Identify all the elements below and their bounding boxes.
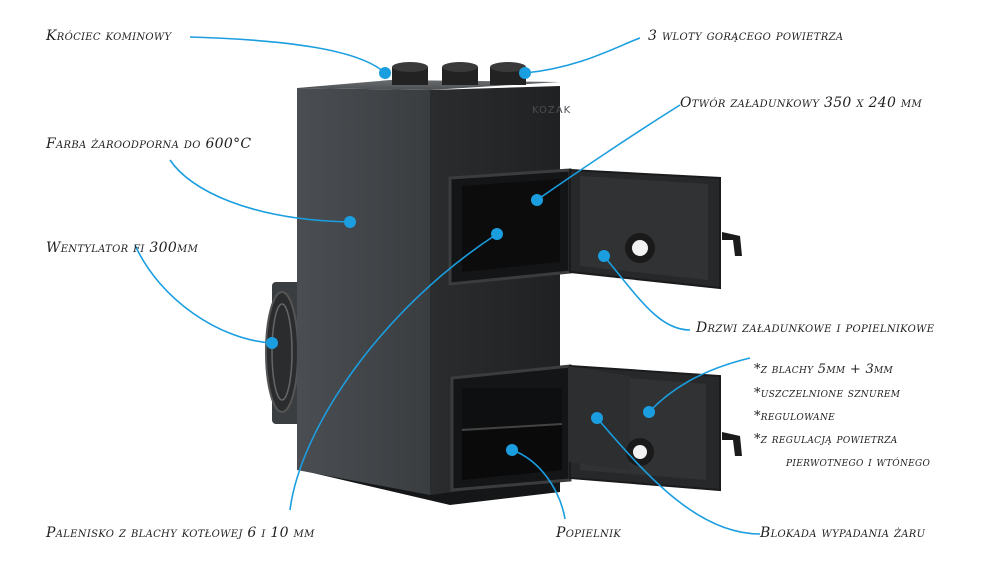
door-note-4: *z regulacją powietrza [754, 432, 898, 447]
label-wloty: 3 wloty gorącego powietrza [648, 28, 844, 44]
label-palenisko: Palenisko z blachy kotłowej 6 i 10 mm [46, 525, 315, 541]
door-note-1: *z blachy 5mm + 3mm [754, 362, 894, 377]
label-farba: Farba żaroodporna do 600°C [46, 136, 252, 152]
brand-logo: KOZAK [532, 105, 571, 116]
stove-base [300, 460, 560, 505]
label-wentylator: Wentylator fi 300mm [46, 240, 199, 256]
label-otwor: Otwór załadunkowy 350 x 240 mm [680, 95, 923, 111]
door-note-5: pierwotnego i wtónego [786, 455, 931, 470]
label-drzwi: Drzwi załadunkowe i popielnikowe [696, 320, 935, 336]
lower-door [568, 364, 742, 492]
leader-lines [134, 36, 761, 535]
label-krociec: Króciec kominowy [46, 28, 172, 44]
label-blokada: Blokada wypadania żaru [760, 525, 926, 541]
door-note-3: *regulowane [754, 409, 836, 424]
chimney-pipes [392, 62, 526, 85]
fan-housing [265, 282, 302, 424]
upper-opening [448, 168, 572, 286]
leader-dots [266, 67, 655, 456]
lower-opening [450, 364, 572, 492]
label-popielnik: Popielnik [556, 525, 622, 541]
door-note-2: *uszczelnione sznurem [754, 386, 901, 401]
stove-left-side [297, 88, 430, 495]
upper-door [569, 168, 742, 290]
